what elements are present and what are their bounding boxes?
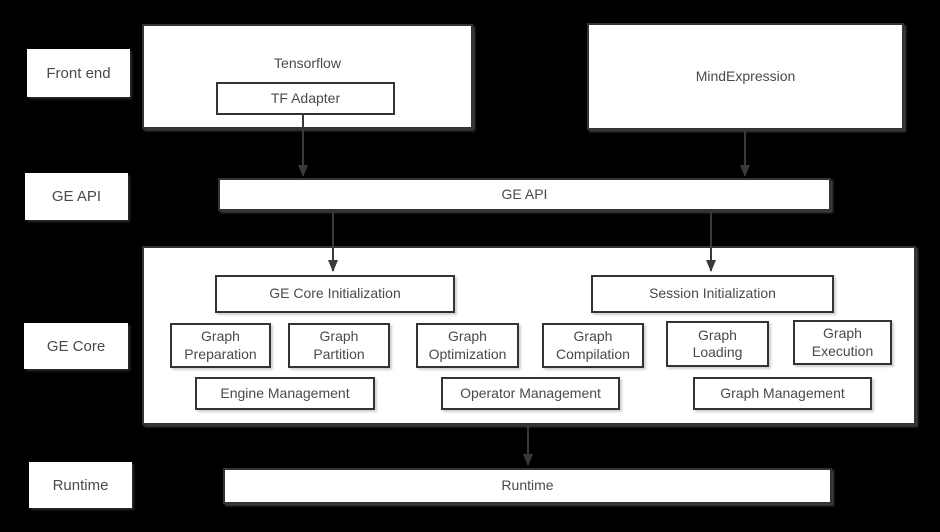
session-initialization-box: Session Initialization <box>591 275 834 313</box>
mindexpression-box: MindExpression <box>587 23 904 130</box>
graph-management-box: Graph Management <box>693 377 872 410</box>
graph-loading-box: Graph Loading <box>666 321 769 367</box>
graph-preparation-box: Graph Preparation <box>170 323 271 368</box>
ge-core-box: GE Core Initialization Session Initializ… <box>142 246 916 425</box>
layer-label-ge-core: GE Core <box>24 323 128 369</box>
graph-partition-box: Graph Partition <box>288 323 390 368</box>
ge-core-initialization-box: GE Core Initialization <box>215 275 455 313</box>
engine-management-box: Engine Management <box>195 377 375 410</box>
layer-label-front-end: Front end <box>27 49 130 97</box>
ge-api-bar: GE API <box>218 178 831 211</box>
operator-management-box: Operator Management <box>441 377 620 410</box>
layer-label-runtime: Runtime <box>29 462 132 508</box>
graph-optimization-box: Graph Optimization <box>416 323 519 368</box>
layer-label-ge-api: GE API <box>25 173 128 220</box>
graph-execution-box: Graph Execution <box>793 320 892 365</box>
graph-compilation-box: Graph Compilation <box>542 323 644 368</box>
tensorflow-title: Tensorflow <box>274 55 341 71</box>
tensorflow-box: Tensorflow TF Adapter <box>142 24 473 129</box>
runtime-bar: Runtime <box>223 468 832 504</box>
tf-adapter-box: TF Adapter <box>216 82 395 115</box>
